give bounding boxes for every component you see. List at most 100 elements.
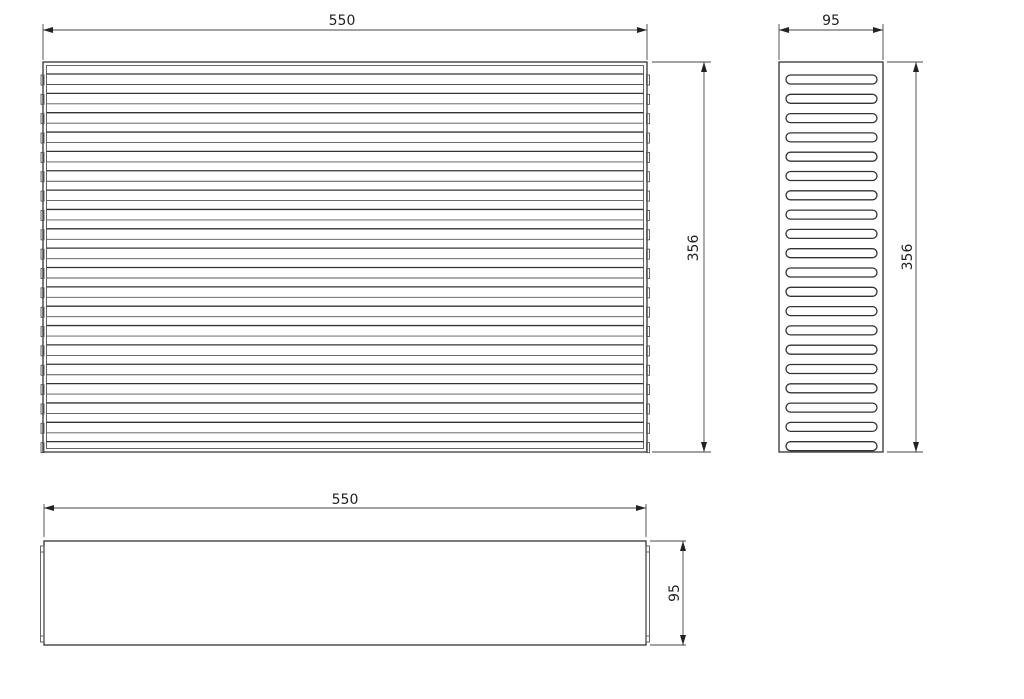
right-tab bbox=[646, 93, 650, 105]
slat bbox=[46, 131, 644, 144]
right-tab bbox=[646, 442, 650, 454]
slat bbox=[46, 247, 644, 260]
front-view bbox=[40, 61, 650, 454]
left-tab bbox=[40, 132, 45, 144]
left-tab bbox=[40, 209, 45, 221]
left-tab bbox=[40, 384, 45, 396]
front-slats bbox=[46, 73, 644, 453]
slat bbox=[46, 382, 644, 395]
left-tab bbox=[40, 93, 45, 105]
slat bbox=[46, 440, 644, 453]
slat bbox=[46, 421, 644, 434]
right-tab bbox=[646, 229, 650, 241]
right-tab bbox=[646, 422, 650, 434]
side-height-dimension: 356 bbox=[887, 61, 923, 453]
left-tab bbox=[40, 364, 45, 376]
right-tab bbox=[646, 287, 650, 299]
top-depth-dimension: 95 bbox=[650, 540, 686, 646]
top-depth-label: 95 bbox=[667, 584, 683, 602]
slot bbox=[785, 132, 878, 143]
slat bbox=[46, 92, 644, 105]
left-tab bbox=[40, 345, 45, 357]
slot bbox=[785, 441, 878, 452]
left-tab bbox=[40, 422, 45, 434]
right-tab bbox=[646, 384, 650, 396]
slat bbox=[46, 305, 644, 318]
slot bbox=[785, 363, 878, 375]
right-tab bbox=[646, 171, 650, 183]
slot bbox=[785, 421, 878, 433]
top-right-plate bbox=[645, 545, 650, 643]
top-view bbox=[40, 540, 650, 646]
slot bbox=[785, 267, 878, 278]
slot bbox=[785, 344, 878, 355]
slot bbox=[785, 248, 878, 259]
slat bbox=[46, 73, 644, 85]
slat bbox=[46, 208, 644, 221]
left-tab bbox=[40, 74, 45, 86]
slat bbox=[46, 344, 644, 356]
top-frame bbox=[43, 540, 647, 646]
left-tab bbox=[40, 442, 45, 454]
slat bbox=[46, 363, 644, 376]
right-tab bbox=[646, 345, 650, 357]
slat bbox=[46, 189, 644, 202]
side-width-dimension: 95 bbox=[778, 13, 884, 60]
slat bbox=[46, 402, 644, 414]
left-tab bbox=[40, 248, 45, 260]
right-tab bbox=[646, 268, 650, 279]
front-inner-frame bbox=[46, 65, 644, 449]
right-tab bbox=[646, 248, 650, 260]
slat bbox=[46, 112, 644, 124]
slot bbox=[785, 228, 878, 240]
slot bbox=[785, 93, 878, 104]
right-tab bbox=[646, 74, 650, 86]
slot bbox=[785, 286, 878, 297]
right-tab bbox=[646, 132, 650, 144]
slot bbox=[785, 209, 878, 220]
front-side-tabs bbox=[40, 74, 650, 454]
slat bbox=[46, 170, 644, 182]
right-tab bbox=[646, 209, 650, 221]
left-tab bbox=[40, 326, 45, 337]
slot bbox=[785, 383, 878, 394]
right-tab bbox=[646, 403, 650, 415]
front-height-label: 356 bbox=[686, 235, 702, 262]
top-width-label: 550 bbox=[332, 492, 359, 508]
left-tab bbox=[40, 403, 45, 415]
top-width-dimension: 550 bbox=[43, 492, 647, 537]
left-tab bbox=[40, 151, 45, 163]
slot bbox=[785, 151, 878, 162]
slat bbox=[46, 266, 644, 279]
left-tab bbox=[40, 268, 45, 279]
left-tab bbox=[40, 113, 45, 125]
left-tab bbox=[40, 229, 45, 241]
left-tab bbox=[40, 190, 45, 202]
slot bbox=[785, 170, 878, 182]
slat bbox=[46, 324, 644, 337]
left-tab bbox=[40, 287, 45, 299]
right-tab bbox=[646, 306, 650, 318]
side-width-label: 95 bbox=[822, 13, 840, 29]
side-slots bbox=[785, 74, 878, 452]
slot bbox=[785, 112, 878, 124]
slot bbox=[785, 402, 878, 413]
slat bbox=[46, 228, 644, 240]
slot bbox=[785, 325, 878, 336]
front-height-dimension: 356 bbox=[652, 61, 711, 453]
side-view bbox=[778, 61, 884, 453]
right-tab bbox=[646, 113, 650, 125]
slot bbox=[785, 305, 878, 317]
front-width-label: 550 bbox=[329, 13, 356, 29]
side-frame bbox=[778, 61, 884, 453]
right-tab bbox=[646, 151, 650, 163]
slot bbox=[785, 190, 878, 201]
right-tab bbox=[646, 190, 650, 202]
front-width-dimension: 550 bbox=[42, 13, 648, 60]
front-outer-frame bbox=[42, 61, 648, 453]
slot bbox=[785, 74, 878, 85]
left-tab bbox=[40, 306, 45, 318]
left-tab bbox=[40, 171, 45, 183]
slat bbox=[46, 150, 644, 163]
